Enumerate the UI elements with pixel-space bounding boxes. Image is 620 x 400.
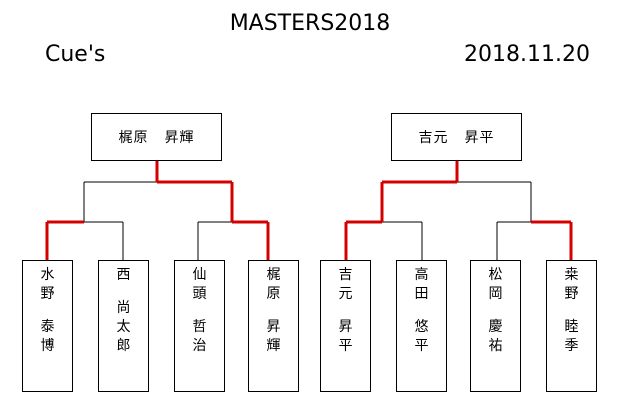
right-winner-given: 昇平 [464,130,495,146]
left-player-box-1: 水野泰博 [22,260,73,392]
player-name-family-char: 梶 [266,267,281,283]
player-name-family-char: 田 [414,286,429,302]
player-name-family-char: 原 [266,286,281,302]
player-name-family-char: 高 [414,267,429,283]
player-name-given-char: 睦 [564,319,579,335]
player-name-family-char: 水 [40,267,55,283]
player-name-given-char: 平 [338,338,353,354]
event-date: 2018.11.20 [464,42,590,67]
right-winner-family: 吉元 [418,130,449,146]
player-name-family-char: 野 [564,286,579,302]
player-name-family-char: 仙 [192,267,207,283]
right-bracket-winner-box: 吉元 昇平 [391,113,522,161]
player-name-given-char: 昇 [338,319,353,335]
venue-name: Cue's [45,42,106,67]
player-name-family-char: 西 [116,267,131,283]
player-name-family-char: 松 [488,267,503,283]
player-name-family-char: 野 [40,286,55,302]
player-name-given-char: 郎 [116,338,131,354]
player-name-given-char: 祐 [488,338,503,354]
right-player-box-2: 高田悠平 [396,260,447,392]
player-name-family-char: 元 [338,286,353,302]
right-player-box-3: 松岡慶祐 [470,260,521,392]
right-player-box-1: 吉元昇平 [320,260,371,392]
player-name-family-char: 岡 [488,286,503,302]
left-player-box-2: 西尚太郎 [98,260,149,392]
left-bracket-winner-box: 梶原 昇輝 [91,113,222,161]
player-name-given-char: 哲 [192,319,207,335]
left-player-box-3: 仙頭哲治 [174,260,225,392]
player-name-family-char: 桒 [564,267,579,283]
player-name-given-char: 昇 [266,319,281,335]
player-name-given-char: 博 [40,338,55,354]
player-name-given-char: 季 [564,338,579,354]
player-name-family-char: 吉 [338,267,353,283]
left-winner-family: 梶原 [118,130,149,146]
player-name-given-char: 治 [192,338,207,354]
player-name-given-char: 尚 [116,300,131,316]
player-name-given-char: 輝 [266,338,281,354]
left-player-box-4: 梶原昇輝 [248,260,299,392]
player-name-given-char: 太 [116,319,131,335]
player-name-given-char: 泰 [40,319,55,335]
player-name-given-char: 悠 [414,319,429,335]
player-name-family-char: 頭 [192,286,207,302]
tournament-title: MASTERS2018 [229,11,391,36]
player-name-given-char: 慶 [488,319,503,335]
left-winner-given: 昇輝 [164,130,195,146]
player-name-given-char: 平 [414,338,429,354]
right-player-box-4: 桒野睦季 [546,260,597,392]
